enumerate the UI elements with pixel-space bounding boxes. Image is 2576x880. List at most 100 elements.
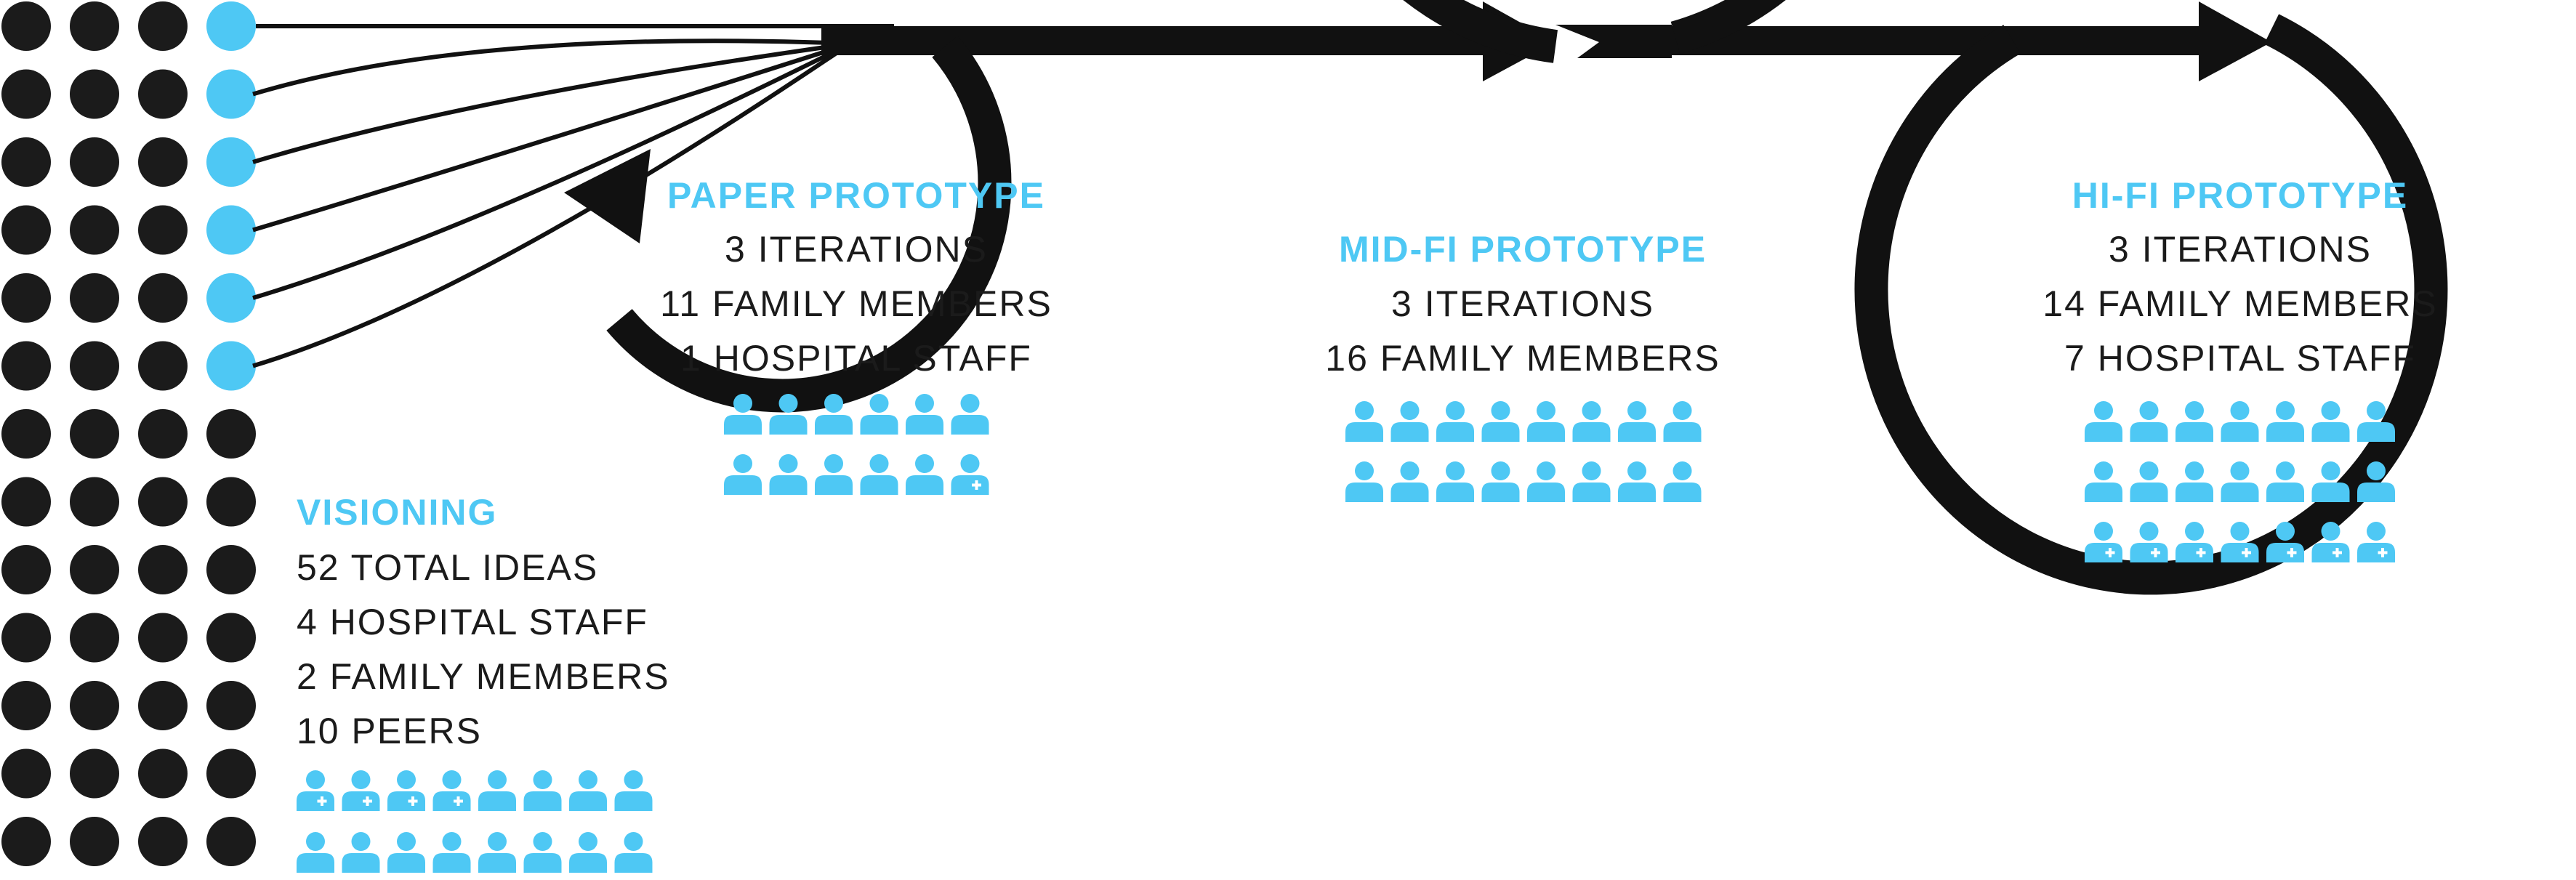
person-icon: [1481, 461, 1520, 502]
iteration-loops: [564, 0, 2448, 595]
person-icon: [1618, 461, 1656, 502]
idea-dot: [1, 69, 51, 119]
person-icon: [1618, 401, 1656, 442]
person-icon: [1663, 401, 1702, 442]
person-icon: [2266, 401, 2304, 442]
paper-prototype-line: 3 ITERATIONS: [724, 229, 989, 270]
person-icon: [2175, 401, 2213, 442]
person-icon: [1527, 401, 1565, 442]
idea-dot: [138, 748, 188, 799]
idea-dot: [138, 545, 188, 594]
idea-dot: [70, 477, 119, 527]
person-icon: [724, 454, 762, 495]
idea-dot: [206, 409, 256, 459]
person-icon: [1481, 401, 1520, 442]
person-icon: [387, 832, 425, 873]
idea-dot: [138, 341, 188, 391]
person-icon: [614, 770, 653, 811]
person-medical-cross-icon: [432, 770, 471, 811]
mid-fi-prototype-title: MID-FI PROTOTYPE: [1338, 229, 1707, 270]
person-icon: [951, 394, 989, 435]
idea-dot: [206, 477, 256, 527]
paper-prototype-line: 11 FAMILY MEMBERS: [660, 283, 1052, 324]
hi-fi-prototype-title: HI-FI PROTOTYPE: [2072, 175, 2409, 216]
idea-dot: [1, 681, 51, 730]
visioning-line: 2 FAMILY MEMBERS: [297, 656, 670, 697]
person-icon: [2175, 461, 2213, 502]
person-icon: [297, 832, 334, 873]
person-icon: [2085, 461, 2122, 502]
idea-dot: [70, 205, 119, 255]
visioning-line: 4 HOSPITAL STAFF: [297, 602, 648, 642]
person-medical-cross-icon: [297, 770, 334, 811]
person-icon: [432, 832, 471, 873]
idea-dot: [70, 273, 119, 323]
person-icon: [523, 770, 562, 811]
idea-dot: [1, 273, 51, 323]
idea-connection-line: [252, 39, 851, 97]
visioning-line: 52 TOTAL IDEAS: [297, 547, 599, 588]
idea-dot: [1, 748, 51, 799]
paper-prototype-loop-arrowhead: [564, 149, 651, 243]
person-icon: [342, 832, 380, 873]
flow-arrow-head: [2199, 1, 2271, 81]
selected-idea-dot: [206, 69, 256, 119]
idea-connection-line: [252, 41, 852, 368]
selected-idea-dot: [206, 273, 256, 323]
person-icon: [1345, 461, 1383, 502]
idea-dot: [70, 137, 119, 187]
person-icon: [2311, 401, 2350, 442]
idea-connection-line: [252, 41, 852, 300]
person-icon: [815, 454, 853, 495]
idea-connection-lines: [252, 24, 894, 368]
visioning-line: 10 PEERS: [297, 711, 483, 751]
idea-dot: [138, 137, 188, 187]
person-icon: [2266, 461, 2304, 502]
idea-dot: [70, 545, 119, 594]
person-icon: [1663, 461, 1702, 502]
idea-connection-line: [252, 41, 851, 164]
person-medical-cross-icon: [2130, 522, 2168, 562]
person-icon: [569, 832, 607, 873]
person-icon: [569, 770, 607, 811]
person-icon: [2085, 401, 2122, 442]
idea-dot: [138, 681, 188, 730]
idea-dot: [1, 341, 51, 391]
person-icon: [906, 394, 943, 435]
selected-idea-dot: [206, 341, 256, 391]
flow-arrow-shaft: [1665, 26, 2202, 55]
idea-dot: [70, 409, 119, 459]
idea-dot: [70, 69, 119, 119]
person-medical-cross-icon: [2085, 522, 2122, 562]
idea-dot: [138, 1, 188, 51]
idea-dot: [138, 409, 188, 459]
idea-dot: [138, 205, 188, 255]
idea-dot: [138, 613, 188, 663]
hi-fi-prototype-loop: [1854, 14, 2448, 595]
person-icon: [2130, 401, 2168, 442]
idea-dot: [1, 1, 51, 51]
person-icon: [1527, 461, 1565, 502]
idea-dot: [1, 477, 51, 527]
idea-dot: [70, 748, 119, 799]
person-icon: [906, 454, 943, 495]
idea-dot: [70, 1, 119, 51]
person-icon: [1436, 461, 1474, 502]
paper-prototype-loop: [606, 36, 1012, 413]
person-medical-cross-icon: [2175, 522, 2213, 562]
idea-dot: [1, 205, 51, 255]
person-medical-cross-icon: [2357, 522, 2395, 562]
idea-dot: [70, 817, 119, 866]
person-icon: [478, 832, 516, 873]
person-icon: [523, 832, 562, 873]
flow-arrow-shaft: [821, 26, 1505, 55]
idea-dot: [206, 545, 256, 594]
idea-dot: [206, 748, 256, 799]
person-icon: [1436, 401, 1474, 442]
person-medical-cross-icon: [951, 454, 989, 495]
idea-dot: [206, 817, 256, 866]
idea-dot: [206, 681, 256, 730]
idea-dot: [138, 69, 188, 119]
person-medical-cross-icon: [342, 770, 380, 811]
person-icon: [614, 832, 653, 873]
